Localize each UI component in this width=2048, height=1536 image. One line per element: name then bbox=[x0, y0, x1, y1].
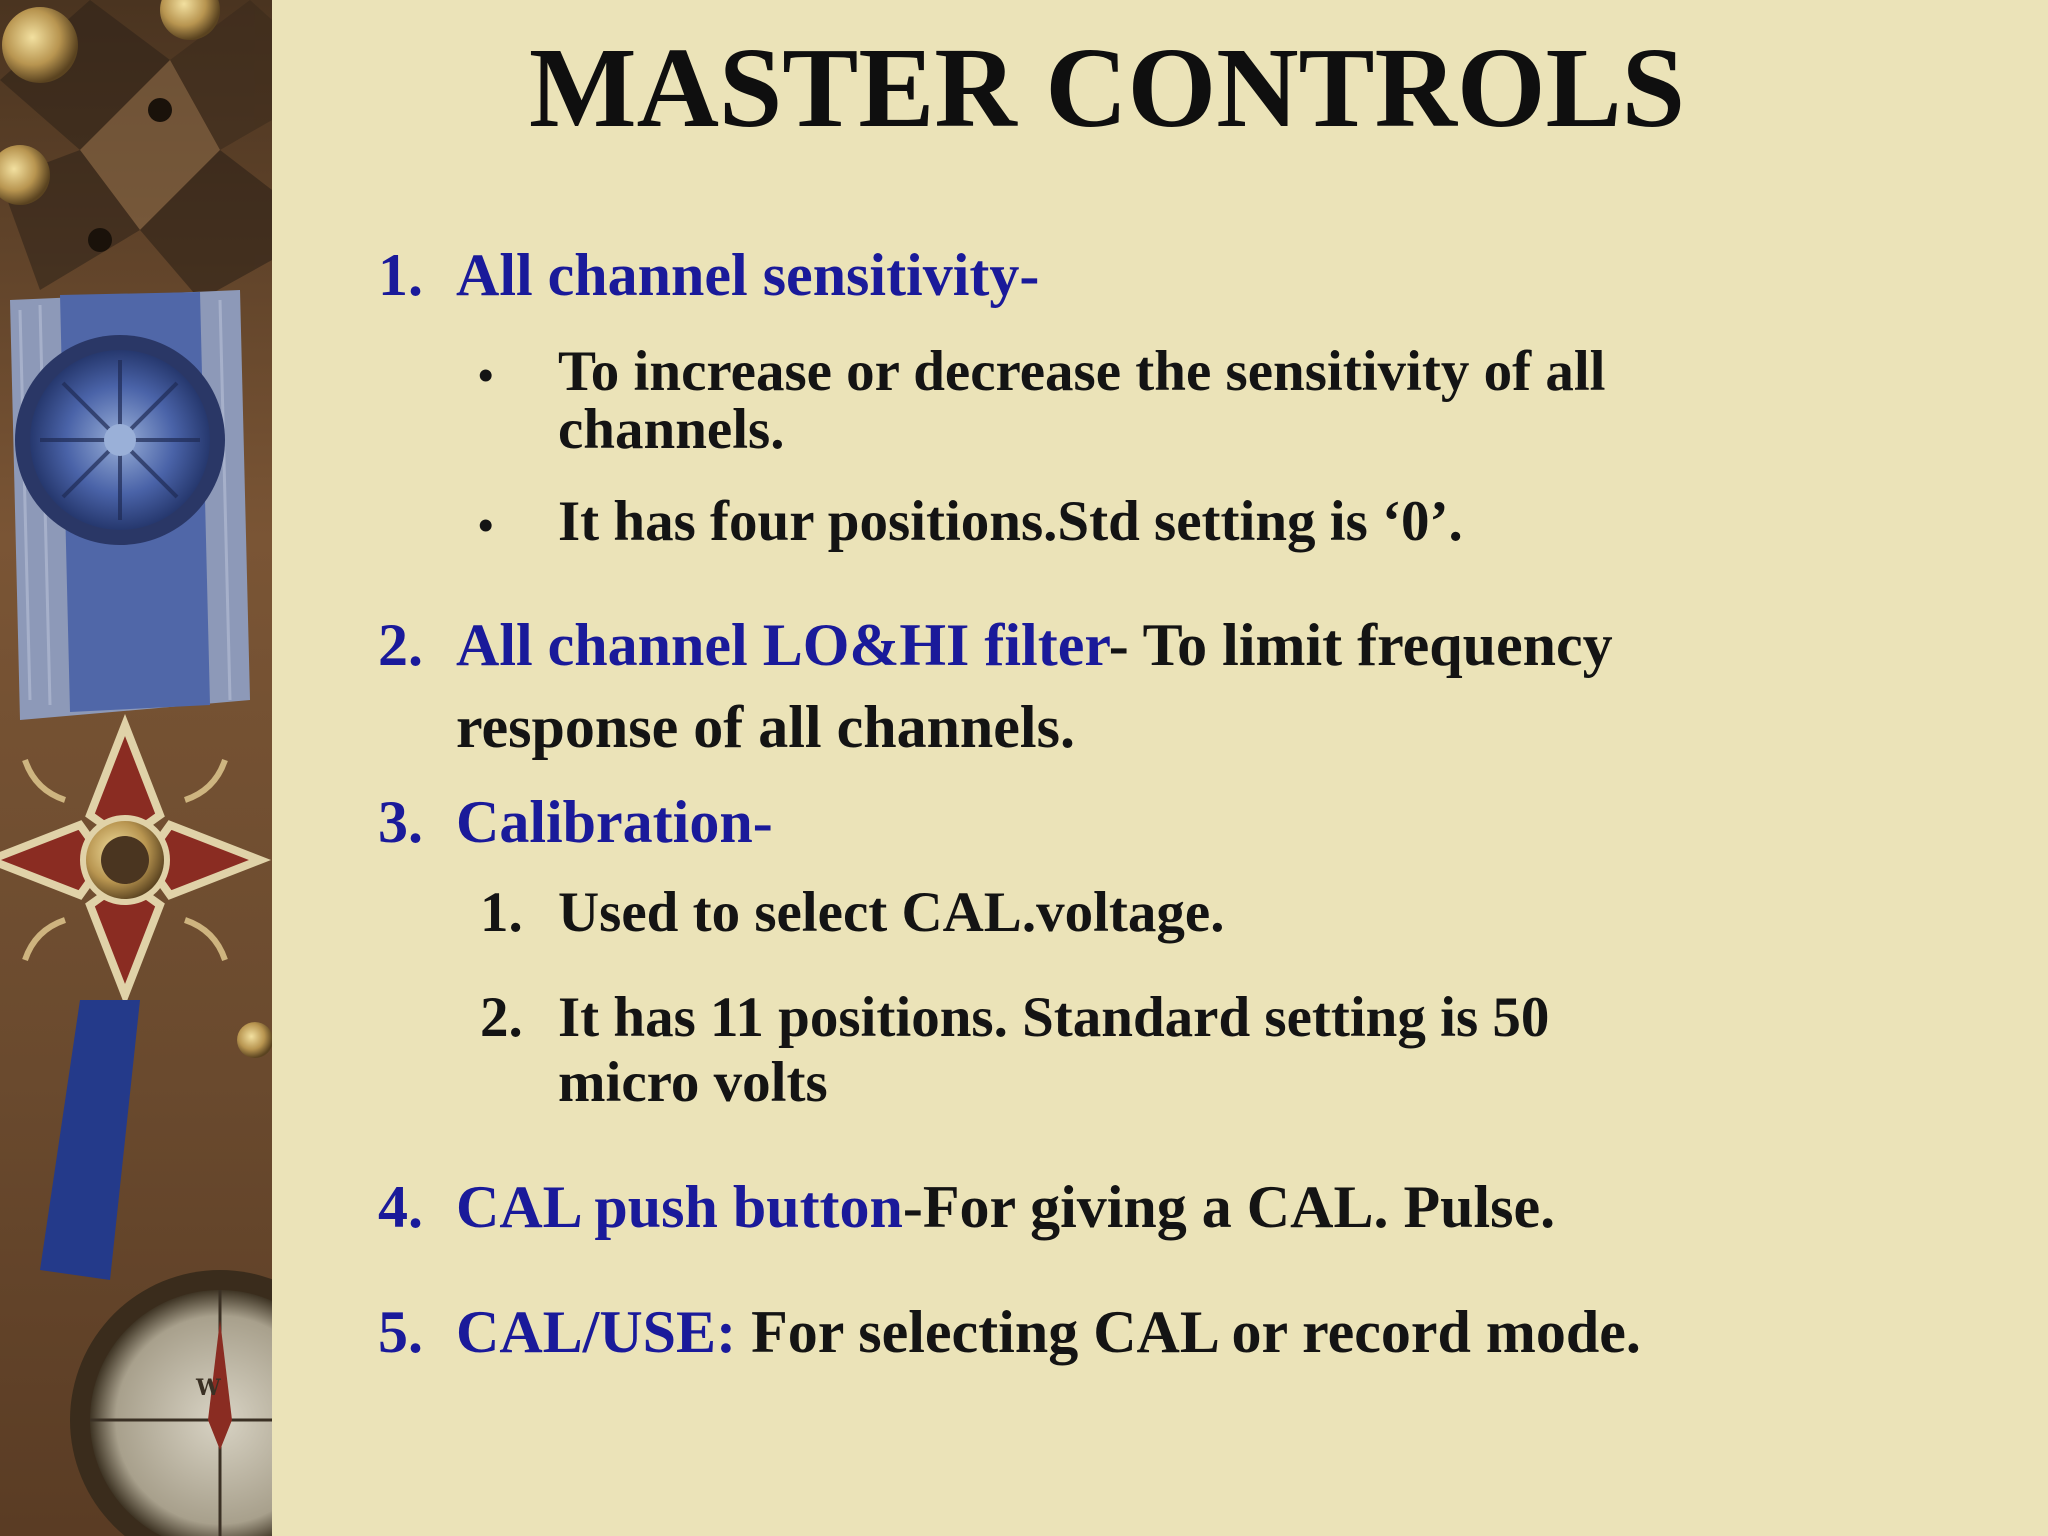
item-3-sub-2-line-1: It has 11 positions. Standard setting is… bbox=[558, 986, 1550, 1049]
item-3-heading: Calibration- bbox=[456, 789, 773, 855]
item-3-sub-1-text: Used to select CAL.voltage. bbox=[558, 881, 1225, 944]
item-4-number: 4. bbox=[378, 1174, 423, 1240]
item-4-text: -For giving a CAL. Pulse. bbox=[902, 1174, 1556, 1240]
item-4-line: CAL push button-For giving a CAL. Pulse. bbox=[456, 1172, 1555, 1242]
slide-title: MASTER CONTROLS bbox=[528, 24, 1686, 151]
item-1-bullet-2-line-1: It has four positions.Std setting is ‘0’… bbox=[558, 490, 1463, 553]
item-3-number: 3. bbox=[378, 789, 423, 855]
item-3-sub-2-line-2: micro volts bbox=[558, 1051, 828, 1114]
svg-text:W: W bbox=[195, 1375, 221, 1401]
item-1-number: 1. bbox=[378, 242, 423, 308]
item-1-heading: All channel sensitivity- bbox=[456, 242, 1040, 308]
item-2-heading: All channel LO&HI filter bbox=[456, 612, 1109, 678]
item-5-text: For selecting CAL or record mode. bbox=[736, 1299, 1641, 1365]
item-5-number: 5. bbox=[378, 1299, 423, 1365]
item-2-number: 2. bbox=[378, 612, 423, 678]
item-1-bullet-1-line-2: channels. bbox=[558, 398, 785, 461]
item-5-line: CAL/USE: For selecting CAL or record mod… bbox=[456, 1297, 1641, 1367]
item-2-line-2: response of all channels. bbox=[456, 694, 1075, 760]
bullet-icon: • bbox=[478, 501, 494, 550]
decorative-side-image: W bbox=[0, 0, 272, 1536]
item-3-sub-2-number: 2. bbox=[480, 986, 523, 1049]
item-1-bullet-1-line-1: To increase or decrease the sensitivity … bbox=[558, 340, 1606, 403]
item-2-text: - To limit frequency bbox=[1108, 612, 1613, 678]
item-4-heading: CAL push button bbox=[456, 1174, 903, 1240]
item-3-sub-1-number: 1. bbox=[480, 881, 523, 944]
item-2-line-1: All channel LO&HI filter- To limit frequ… bbox=[456, 610, 1613, 680]
item-5-heading: CAL/USE: bbox=[456, 1299, 737, 1365]
bullet-icon: • bbox=[478, 351, 494, 400]
